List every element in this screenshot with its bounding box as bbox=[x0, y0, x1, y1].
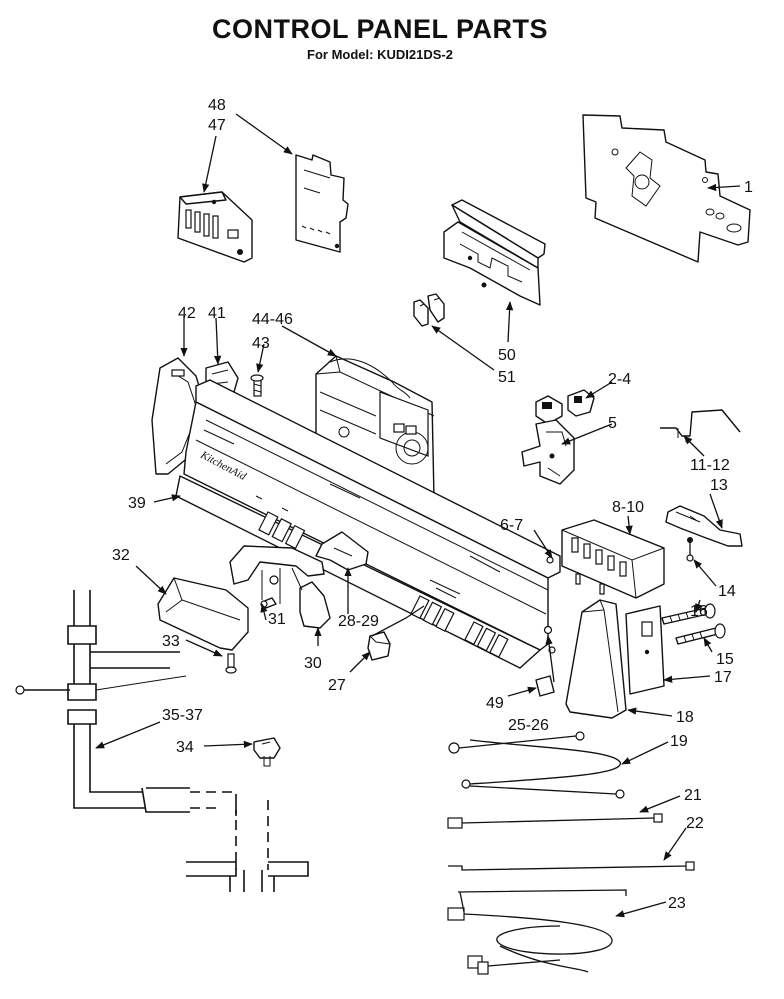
model-subtitle: For Model: KUDI21DS-2 bbox=[307, 47, 453, 62]
part-48-circuit-board bbox=[295, 154, 349, 253]
label-48: 48 bbox=[208, 97, 226, 114]
part-21-wire bbox=[447, 813, 663, 829]
part-27-cap bbox=[367, 631, 391, 661]
part-17-plate bbox=[625, 605, 665, 695]
label-16: 16 bbox=[690, 603, 708, 620]
part-32-end-cover bbox=[157, 577, 249, 651]
label-28-29: 28-29 bbox=[338, 613, 379, 630]
label-30: 30 bbox=[304, 655, 322, 672]
part-2-4-switch bbox=[535, 389, 595, 425]
label-43: 43 bbox=[252, 335, 270, 352]
part-33-screw bbox=[225, 653, 237, 674]
label-18: 18 bbox=[676, 709, 694, 726]
part-1-mounting-plate bbox=[582, 114, 751, 263]
part-43-screw bbox=[250, 374, 264, 397]
label-11-12: 11-12 bbox=[690, 457, 730, 474]
label-35-37: 35-37 bbox=[162, 707, 203, 724]
label-49: 49 bbox=[486, 695, 504, 712]
label-44-46: 44-46 bbox=[252, 311, 293, 328]
label-8-10: 8-10 bbox=[612, 499, 644, 516]
label-34: 34 bbox=[176, 739, 194, 756]
callout-labels: 48 47 1 50 51 2-4 5 11-12 13 8-10 6-7 14… bbox=[112, 97, 753, 912]
part-15-screw bbox=[675, 623, 726, 645]
label-25-26: 25-26 bbox=[508, 717, 549, 734]
label-1: 1 bbox=[744, 179, 753, 196]
label-15: 15 bbox=[716, 651, 734, 668]
label-50: 50 bbox=[498, 347, 516, 364]
part-50-bracket bbox=[443, 199, 546, 306]
part-19-wire-harness bbox=[448, 731, 625, 799]
label-23: 23 bbox=[668, 895, 686, 912]
label-19: 19 bbox=[670, 733, 688, 750]
label-22: 22 bbox=[686, 815, 704, 832]
part-39-control-panel: KitchenAid bbox=[175, 379, 561, 669]
part-28-29-lever bbox=[315, 531, 369, 571]
label-6-7: 6-7 bbox=[500, 517, 523, 534]
label-31: 31 bbox=[268, 611, 286, 628]
label-33: 33 bbox=[162, 633, 180, 650]
label-2-4: 2-4 bbox=[608, 371, 631, 388]
label-13: 13 bbox=[710, 477, 728, 494]
label-32: 32 bbox=[112, 547, 130, 564]
part-18-door-cap bbox=[565, 599, 627, 719]
label-41: 41 bbox=[208, 305, 226, 322]
page-title: CONTROL PANEL PARTS bbox=[211, 14, 549, 44]
part-35-37-tubing bbox=[15, 590, 309, 892]
part-5-bracket bbox=[521, 419, 575, 485]
part-30-bracket bbox=[229, 545, 331, 629]
label-21: 21 bbox=[684, 787, 702, 804]
part-11-12-bracket bbox=[660, 409, 741, 442]
part-49-clip bbox=[535, 675, 555, 697]
label-5: 5 bbox=[608, 415, 617, 432]
part-47-switch-block bbox=[177, 191, 253, 263]
part-23-coiled-wire bbox=[447, 889, 627, 975]
part-8-10-switch-housing bbox=[561, 519, 665, 599]
label-47: 47 bbox=[208, 117, 226, 134]
label-27: 27 bbox=[328, 677, 346, 694]
part-51-clips bbox=[413, 293, 445, 327]
leader-lines bbox=[95, 113, 741, 918]
label-39: 39 bbox=[128, 495, 146, 512]
part-34-clip bbox=[253, 737, 281, 767]
label-14: 14 bbox=[718, 583, 736, 600]
label-17: 17 bbox=[714, 669, 732, 686]
part-22-wire bbox=[448, 861, 695, 871]
label-42: 42 bbox=[178, 305, 196, 322]
label-51: 51 bbox=[498, 369, 516, 386]
part-13-latch bbox=[665, 505, 743, 562]
